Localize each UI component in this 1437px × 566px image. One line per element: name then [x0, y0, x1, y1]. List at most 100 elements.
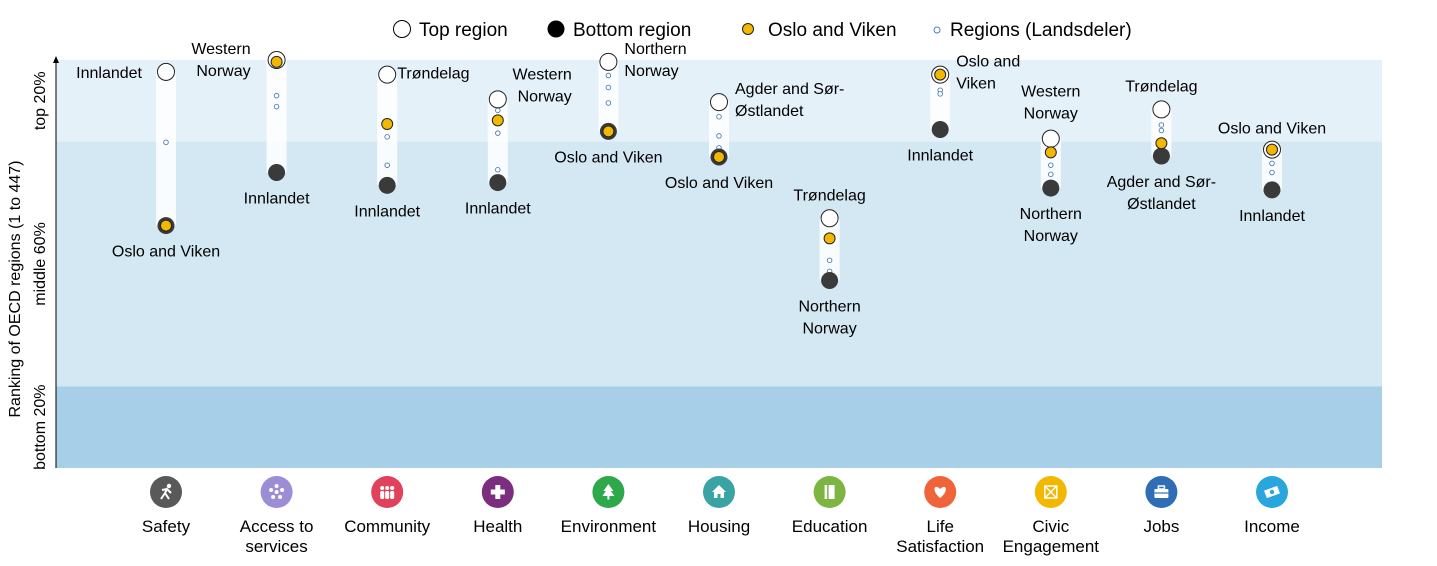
icon-detail [607, 496, 610, 500]
top-region-label: Trøndelag [793, 187, 865, 204]
legend-regions-label: Regions (Landsdeler) [950, 20, 1132, 41]
category-label-line: Community [344, 517, 430, 536]
region-point [605, 72, 612, 79]
category-label-line: Safety [142, 517, 191, 536]
icon-detail [827, 485, 829, 499]
category-label-line: Jobs [1143, 517, 1179, 536]
bottom-region-label: Oslo and Viken [554, 149, 662, 166]
bottom-region-label-line: Innlandet [244, 191, 310, 208]
category-label-line: Life [926, 517, 953, 536]
region-point [716, 113, 722, 120]
band-label-0: top 20% [32, 71, 49, 130]
region-point [937, 91, 943, 97]
legend-focus-label: Oslo and Viken [768, 20, 897, 41]
bottom-region-label-line: Norway [802, 320, 856, 337]
category-label: Income [1244, 517, 1300, 536]
icon-detail [1044, 485, 1058, 499]
top-region-label-line: Northern [624, 41, 686, 58]
legend: Top region Bottom region Oslo and Viken Reg… [393, 20, 1132, 41]
category-label: Housing [688, 517, 750, 536]
bottom-region-point [489, 174, 507, 192]
bottom-region-point [931, 121, 949, 139]
category-label: Safety [142, 517, 191, 536]
oslo-viken-point [381, 118, 394, 131]
category-label-line: Education [792, 517, 868, 536]
region-point [1048, 162, 1054, 168]
top-region-label-line: Norway [518, 88, 572, 105]
oslo-viken-point [1266, 143, 1278, 156]
bottom-region-label: Innlandet [354, 203, 420, 220]
legend-top-label: Top region [419, 20, 508, 41]
bottom-region-label: Innlandet [465, 201, 531, 218]
region-point [826, 257, 833, 264]
top-region-label: Trøndelag [397, 66, 469, 83]
top-region-label: Trøndelag [1125, 78, 1197, 95]
top-region-point [599, 52, 618, 71]
category-label: Jobs [1143, 517, 1179, 536]
bottom-region-label: Innlandet [907, 148, 973, 165]
band-label-2: bottom 20% [32, 385, 49, 470]
icon-detail [712, 485, 726, 498]
bottom-region-point [1152, 147, 1170, 165]
bottom-region-label-line: Innlandet [354, 203, 420, 220]
icon-detail [274, 490, 279, 494]
icon-detail [390, 486, 395, 490]
bottom-region-label: Innlandet [1239, 208, 1305, 225]
category-label: Health [473, 517, 522, 536]
icon-detail [166, 483, 172, 489]
icon-detail [602, 484, 615, 496]
bottom-region-label: Agder and Sør-Østlandet [1107, 174, 1216, 213]
region-point [384, 134, 390, 140]
ranking-bands [56, 60, 1382, 468]
bottom-region-label-line: Oslo and Viken [554, 149, 662, 166]
range-bar [930, 74, 951, 130]
bottom-region-point [378, 176, 396, 194]
bottom-region-label: Oslo and Viken [112, 244, 220, 261]
top-region-label-line: Western [513, 66, 572, 83]
bottom-region-label-line: Innlandet [907, 148, 973, 165]
oslo-viken-point [602, 125, 615, 138]
bottom-region-point [1263, 181, 1281, 199]
money-icon [1256, 476, 1288, 508]
category-label-line: Housing [688, 517, 750, 536]
bottom-region-point [1042, 179, 1060, 197]
top-region-label-line: Trøndelag [1125, 78, 1197, 95]
region-point [1048, 171, 1054, 178]
top-region-label-line: Western [191, 41, 250, 58]
region-point [605, 100, 612, 106]
top-region-point [157, 62, 175, 81]
icon-detail [490, 485, 505, 499]
top-region-label-line: Norway [196, 63, 250, 80]
band-label-1: middle 60% [32, 222, 49, 306]
top-region-label: Oslo and Viken [1218, 121, 1326, 138]
region-point [1158, 127, 1165, 134]
top-region-point [378, 65, 397, 84]
bottom-region-label-line: Agder and Sør- [1107, 174, 1216, 191]
icon-detail [934, 486, 946, 498]
icon-detail [160, 487, 172, 500]
category-label-line: Civic [1032, 517, 1069, 536]
region-point [1269, 169, 1275, 176]
region-point [495, 130, 501, 136]
icon-detail [380, 491, 385, 499]
region-point [605, 84, 612, 91]
bottom-region-point [821, 271, 839, 289]
top-region-label-line: Innlandet [76, 65, 142, 82]
region-point [273, 92, 280, 99]
range-bar [266, 60, 287, 173]
icon-detail [1269, 489, 1275, 495]
legend-bottom-label: Bottom region [573, 20, 691, 41]
range-bar [709, 102, 729, 157]
band-bottom [56, 386, 1382, 468]
